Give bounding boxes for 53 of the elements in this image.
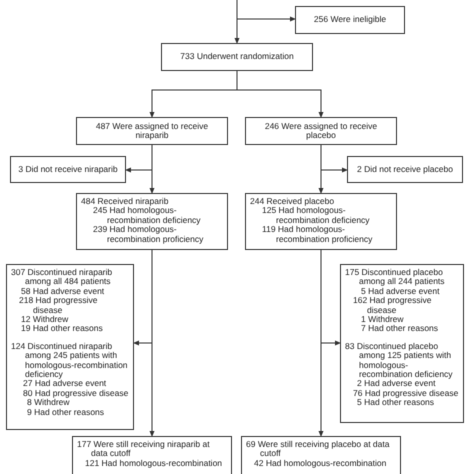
- flow-box: [245, 117, 397, 145]
- box-text: 246 Were assigned to receive placebo: [264, 122, 378, 140]
- flow-box: [6, 264, 134, 430]
- flow-box: [76, 117, 228, 145]
- box-text: 8 Withdrew: [26, 398, 70, 408]
- box-text: 175 Discontinued placebo among all 244 patients: [345, 268, 446, 287]
- flow-box: [347, 156, 463, 183]
- flow-box: [295, 6, 405, 34]
- arrow: [133, 250, 152, 346]
- box-text: 124 Discontinued niraparib among 245 patients with homologous-recombination deficiency: [11, 342, 129, 380]
- box-text: 58 Had adverse event: [20, 286, 104, 296]
- box-text: 239 Had homologous-recombination proficiency: [92, 225, 204, 244]
- box-text: 487 Were assigned to receive niraparib: [94, 122, 210, 140]
- box-text: 162 Had progressive disease: [352, 296, 432, 316]
- flow-box: [245, 193, 397, 250]
- box-text: 9 Had other reasons: [26, 408, 106, 418]
- flow-box: [76, 193, 228, 250]
- arrow: [320, 250, 341, 346]
- box-text: 245 Had homologous-recombination deficiency: [92, 206, 202, 226]
- box-text: 2 Did not receive placebo: [356, 164, 454, 174]
- box-text: 80 Had progressive disease: [22, 388, 129, 398]
- arrow: [236, 16, 296, 22]
- box-text: 19 Had other reasons: [20, 324, 104, 334]
- box-text: 244 Received placebo: [250, 197, 334, 206]
- arrow: [125, 144, 152, 172]
- flow-box: [161, 43, 313, 71]
- box-text: 76 Had progressive disease: [352, 388, 459, 398]
- box-text: 27 Had adverse event: [22, 379, 108, 389]
- flow-box: [72, 436, 232, 474]
- box-text: 42 Had homologous-recombination: [253, 458, 388, 468]
- box-text: 2 Had adverse event: [356, 379, 436, 389]
- box-text: 5 Had other reasons: [356, 398, 436, 408]
- box-text: 3 Did not receive niraparib: [17, 164, 119, 174]
- flow-box: [10, 156, 126, 183]
- box-text: 5 Had adverse event: [361, 286, 440, 296]
- box-text: 177 Were still receiving niraparib at data cutoff: [77, 440, 211, 459]
- box-text: 12 Withdrew: [20, 315, 70, 324]
- box-text: 1 Withdrew: [360, 315, 405, 324]
- box-text: 121 Had homologous-recombination: [84, 458, 224, 468]
- box-text: 256 Were ineligible: [312, 15, 388, 25]
- box-text: 218 Had progressive disease: [18, 296, 98, 316]
- flow-box: [340, 264, 464, 423]
- arrow: [234, 0, 240, 44]
- box-text: 125 Had homologous-recombination deficiency: [261, 206, 371, 226]
- box-text: 307 Discontinued niraparib among all 484 patients: [11, 268, 114, 287]
- flow-box: [241, 436, 401, 474]
- box-text: 484 Received niraparib: [81, 197, 168, 206]
- box-text: 83 Discontinued placebo among 125 patients with homologous-recombination deficiency: [345, 342, 454, 380]
- box-text: 69 Were still receiving placebo at data cutoff: [246, 440, 390, 459]
- arrow: [320, 144, 348, 172]
- box-text: 733 Underwent randomization: [179, 52, 295, 62]
- box-text: 7 Had other reasons: [360, 324, 440, 334]
- box-text: 119 Had homologous-recombination proficiency: [261, 225, 374, 244]
